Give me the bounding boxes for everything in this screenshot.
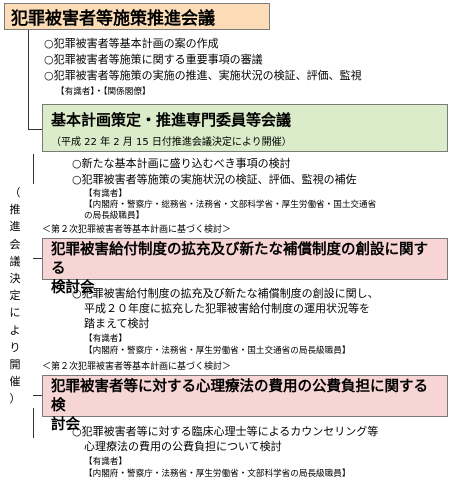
benefit-review-members-line: 【内閣府・警察庁・法務省・厚生労働省・国土交通省の局長級職員】 [84, 346, 351, 356]
connector-side-to-benefit [33, 258, 42, 259]
basic-plan-committee-title: 基本計画策定・推進専門委員等会議 [51, 111, 292, 129]
side-label-char: 会 [9, 237, 21, 251]
basic-plan-committee-box: 基本計画策定・推進専門委員等会議 （平成 22 年 2 月 15 日付推進会議決… [42, 104, 448, 152]
connector-main-to-basic [28, 129, 42, 130]
psychotherapy-review-members-heading: 【有識者】 [84, 457, 127, 467]
side-label-char: 開 [9, 358, 21, 372]
psychotherapy-review-members-line: 【内閣府・警察庁・法務省・厚生労働省・文部科学省の局長級職員】 [84, 469, 351, 479]
basic-plan-item-1: ○新たな基本計画に盛り込むべき事項の検討 [72, 157, 291, 170]
council-item-3: ○犯罪被害者等施策の実施の推進、実施状況の検証、評価、監視 [44, 69, 362, 82]
basic-plan-committee-subtitle: （平成 22 年 2 月 15 日付推進会議決定により開催） [51, 137, 292, 148]
benefit-review-item-line3: 踏まえて検討 [84, 317, 150, 330]
psychotherapy-review-title-line2: 討会 [51, 417, 80, 433]
benefit-review-item-line1: ○犯罪被害給付制度の拡充及び新たな補償制度の創設に関し、 [72, 287, 379, 300]
promotion-council-title: 犯罪被害者等施策推進会議 [11, 9, 215, 29]
side-label: （ 推 進 会 議 決 定 に よ り 開 催 ） [7, 184, 23, 408]
council-item-2: ○犯罪被害者等施策に関する重要事項の審議 [44, 53, 263, 66]
psychotherapy-review-title-line1: 犯罪被害者等に対する心理療法の費用の公費負担に関する検 [51, 379, 428, 414]
council-members: 【有識者】・【関係閣僚】 [56, 87, 151, 97]
side-label-char: 定 [9, 289, 21, 303]
side-label-char: ） [9, 392, 21, 406]
side-label-char: 進 [9, 220, 21, 234]
basic-plan-members-line2: の局長級職員】 [84, 211, 145, 221]
side-label-char: 議 [9, 254, 21, 268]
benefit-review-title-line2: 検討会 [51, 280, 95, 296]
basic-plan-item-2: ○犯罪被害者等施策の実施状況の検証、評価、監視の補佐 [72, 173, 357, 186]
council-item-1: ○犯罪被害者等基本計画の案の作成 [44, 37, 219, 50]
basis-label-2: ＜第２次犯罪被害者等基本計画に基づく検討＞ [42, 362, 232, 372]
basic-plan-members-heading: 【有識者】 [84, 189, 127, 199]
connector-side-lower [33, 408, 34, 438]
basic-plan-members-line1: 【内閣府・警察庁・総務省・法務省・文部科学省・厚生労働省・国土交通省 [84, 200, 377, 210]
side-label-char: 催 [9, 375, 21, 389]
side-label-char: よ [9, 323, 21, 337]
psychotherapy-review-item-line2: 心理療法の費用の公費負担について検討 [84, 440, 282, 453]
side-label-char: 決 [9, 272, 21, 286]
benefit-review-title-line1: 犯罪被害給付制度の拡充及び新たな補償制度の創設に関する [51, 242, 428, 277]
psychotherapy-review-item-line1: ○犯罪被害者等に対する臨床心理士等によるカウンセリング等 [72, 425, 379, 438]
connector-side-to-psych [33, 395, 42, 396]
side-label-char: に [9, 306, 21, 320]
promotion-council-box: 犯罪被害者等施策推進会議 [4, 3, 270, 30]
connector-main-vertical [28, 30, 29, 130]
basis-label-1: ＜第２次犯罪被害者等基本計画に基づく検討＞ [42, 225, 232, 235]
side-label-char: り [9, 340, 21, 354]
connector-side-upper [33, 154, 34, 184]
benefit-review-committee-box: 犯罪被害給付制度の拡充及び新たな補償制度の創設に関する 検討会 [42, 238, 448, 296]
benefit-review-item-line2: 平成２０年度に拡充した犯罪被害給付制度の運用状況等を [84, 302, 370, 315]
side-label-char: （ [9, 186, 21, 199]
psychotherapy-review-committee-box: 犯罪被害者等に対する心理療法の費用の公費負担に関する検 討会 [42, 375, 448, 433]
side-label-char: 推 [9, 203, 21, 217]
benefit-review-members-heading: 【有識者】 [84, 334, 127, 344]
